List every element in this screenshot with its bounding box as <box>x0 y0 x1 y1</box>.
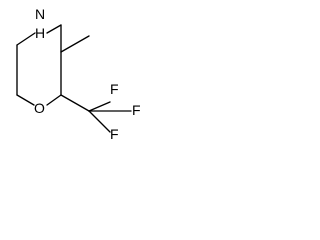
atom-label-f-top: F <box>110 81 119 97</box>
atom-label-f-bottom: F <box>110 126 119 142</box>
bond-c6-o <box>16 94 35 106</box>
bond-c2-cf3 <box>60 94 90 112</box>
bond-cf3-f-bottom <box>88 110 111 133</box>
atom-label-n: N <box>35 6 45 22</box>
morpholine-structure-diagram: N H O F F F <box>16 6 141 142</box>
structure-canvas: N H O F F F <box>0 0 150 148</box>
bond-o-c2 <box>46 94 62 106</box>
bond-cf3-f-top <box>88 101 111 112</box>
bond-n-c3 <box>46 24 62 34</box>
atom-label-h: H <box>35 25 45 41</box>
bond-c3-methyl <box>60 35 90 53</box>
atom-label-f-right: F <box>132 102 141 118</box>
atom-label-o: O <box>34 100 45 116</box>
bond-n-c5 <box>16 32 36 46</box>
